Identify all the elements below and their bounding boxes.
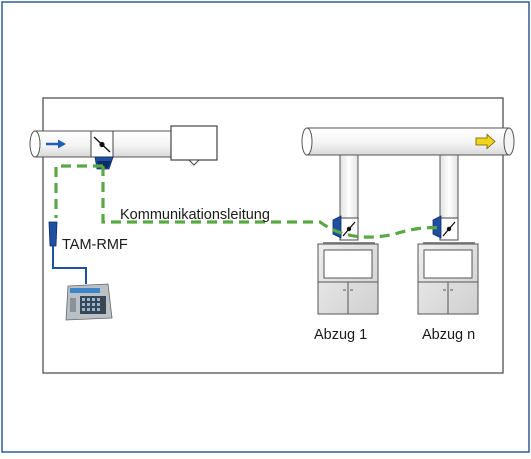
fume-hood-n-label: Abzug n (422, 327, 475, 343)
fume-hood-1-label: Abzug 1 (314, 327, 367, 343)
supply-arrow-icon (46, 139, 66, 149)
damper-icon (90, 130, 114, 158)
communication-line-label: Kommunikationsleitung (120, 207, 270, 223)
fume-hood-1 (317, 242, 379, 315)
communication-line (54, 164, 103, 218)
exhaust-duct (301, 127, 515, 156)
control-panel-icon (65, 283, 113, 321)
controller-label: TAM-RMF (62, 237, 128, 253)
exhaust-arrow-icon (475, 133, 496, 150)
riser-n (439, 154, 459, 221)
fume-hood-n (417, 242, 479, 315)
communication-line-main (101, 166, 441, 239)
tam-rmf-sensor (48, 221, 58, 247)
sensor-cable (52, 246, 87, 284)
damper-n-icon (439, 217, 459, 241)
actuator-1 (332, 215, 342, 239)
riser-1 (339, 154, 359, 221)
air-handling-box (170, 125, 218, 166)
